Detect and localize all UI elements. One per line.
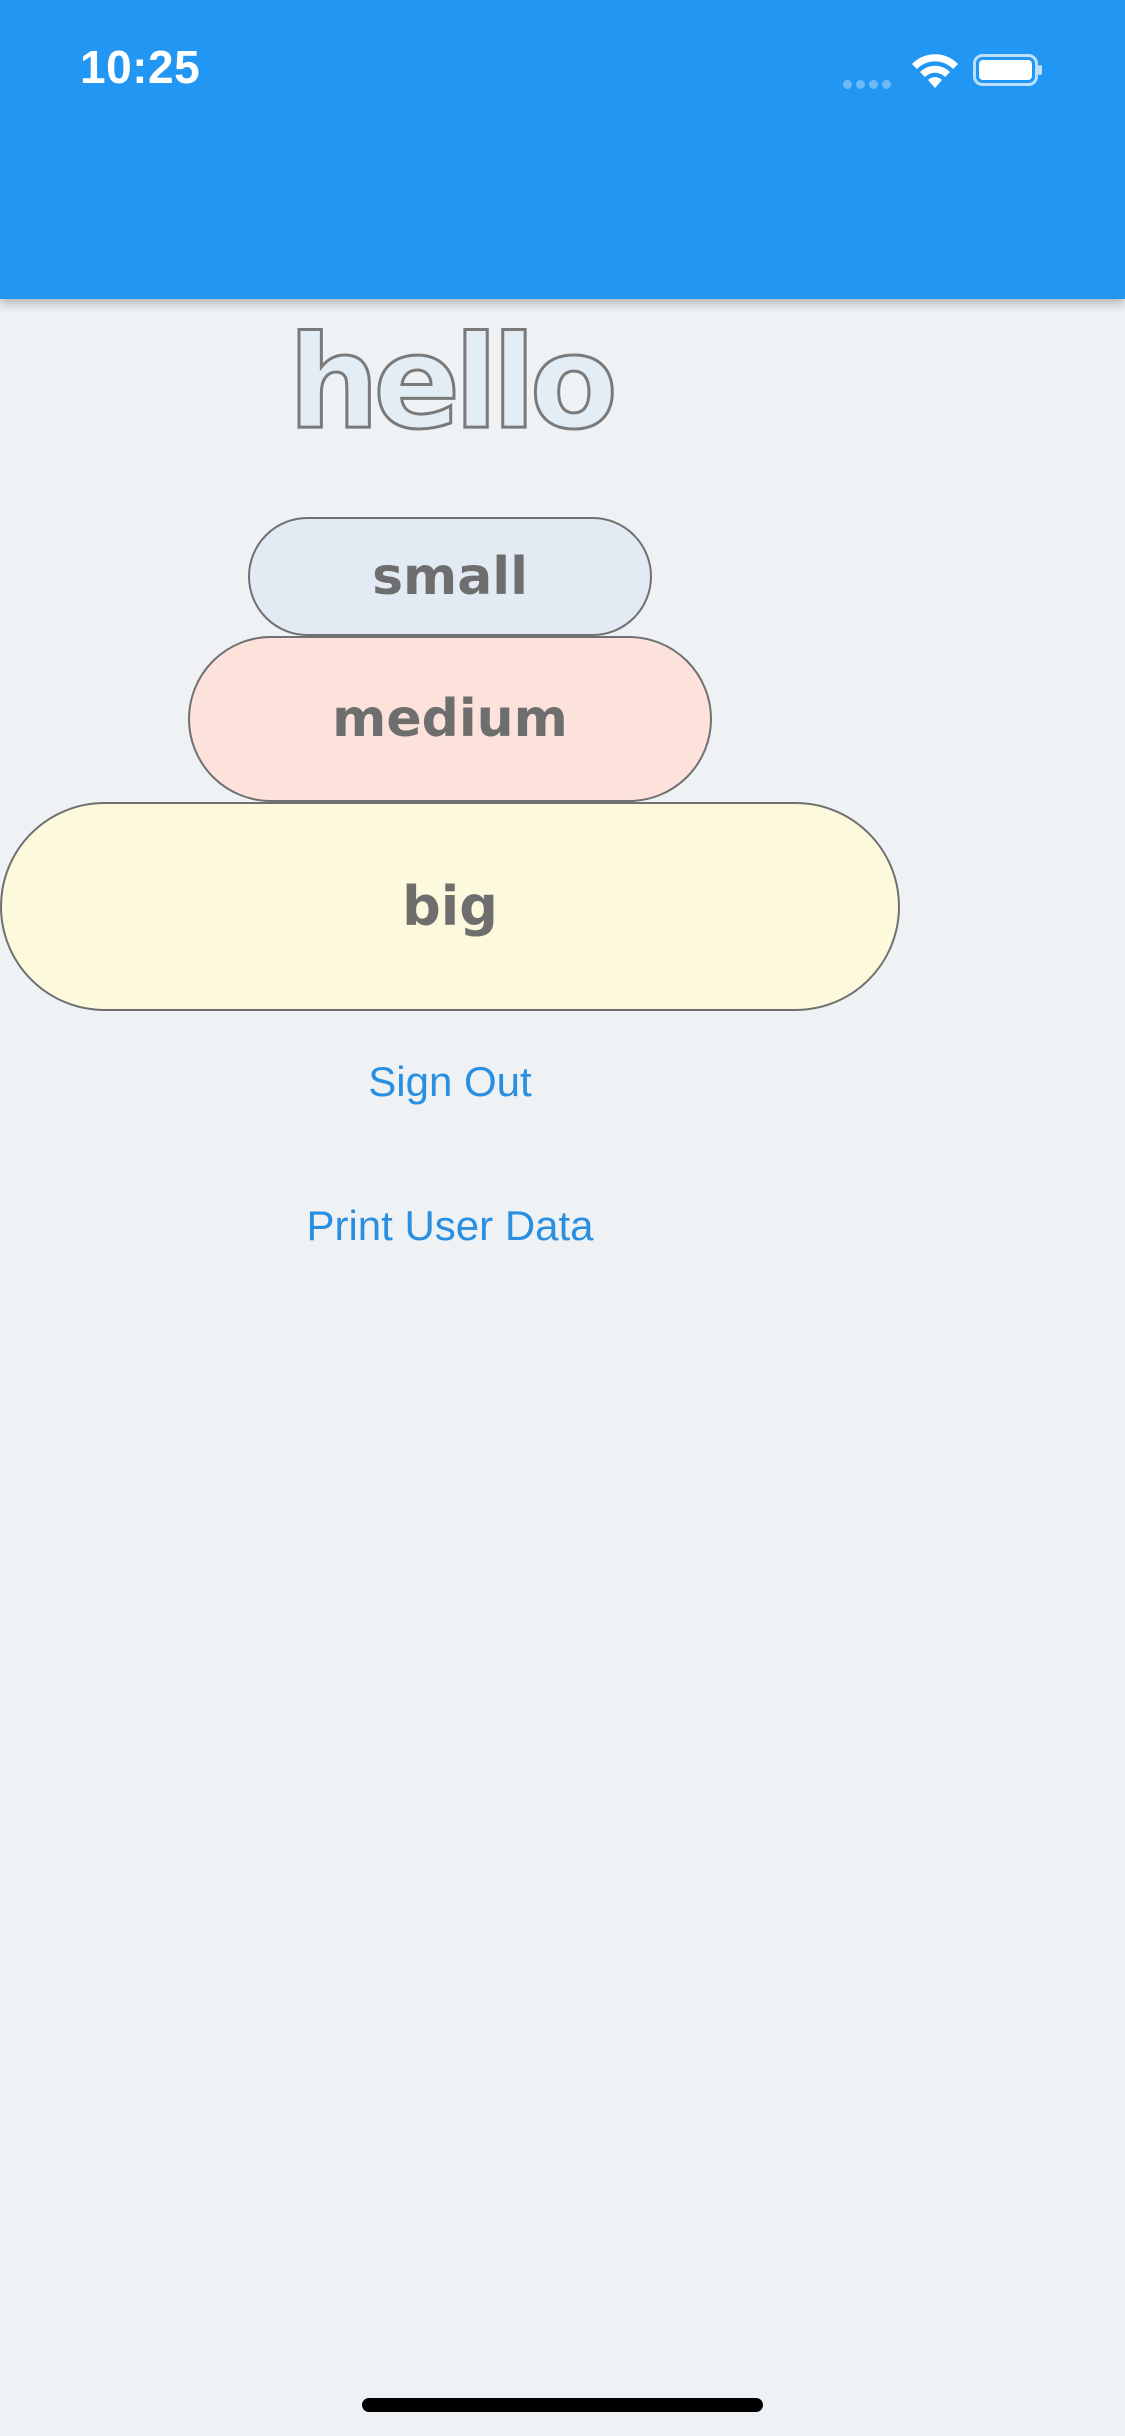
- battery-icon: [973, 54, 1042, 86]
- sign-out-button[interactable]: Sign Out: [368, 1058, 532, 1105]
- big-button[interactable]: big: [0, 802, 900, 1011]
- hello-title: hello: [287, 309, 620, 458]
- app-bar: 10:25: [0, 0, 1125, 299]
- signal-icon: [843, 74, 895, 93]
- print-user-data-button[interactable]: Print User Data: [306, 1202, 594, 1249]
- status-icons: [843, 50, 1083, 90]
- small-button-label: small: [372, 546, 528, 607]
- status-time: 10:25: [80, 41, 201, 93]
- wifi-icon: [912, 54, 958, 88]
- medium-button[interactable]: medium: [188, 636, 712, 802]
- small-button[interactable]: small: [248, 517, 652, 636]
- home-indicator[interactable]: [362, 2398, 763, 2412]
- big-button-label: big: [402, 875, 498, 938]
- medium-button-label: medium: [332, 689, 568, 749]
